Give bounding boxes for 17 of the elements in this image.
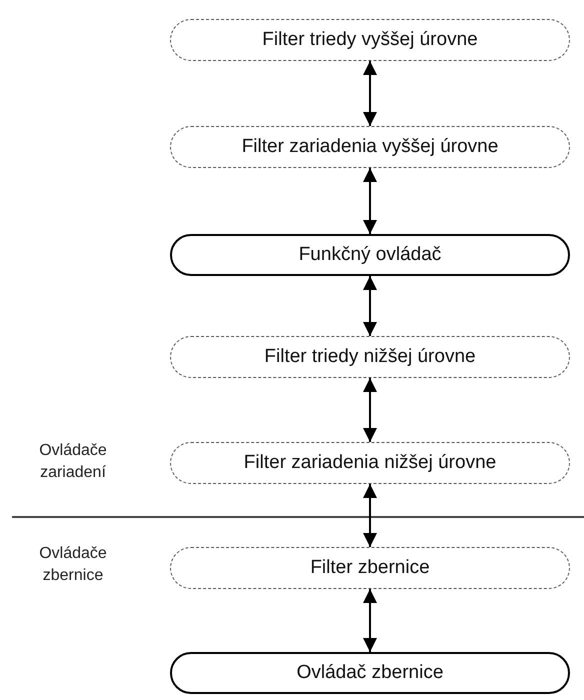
node-label: Filter zariadenia nižšej úrovne — [244, 452, 496, 474]
driver-box — [170, 234, 570, 276]
double-arrow — [363, 61, 377, 126]
driver-box — [170, 652, 570, 694]
node-label: Filter zariadenia vyššej úrovne — [242, 136, 498, 158]
layer-label: Ovládače zariadení — [38, 441, 108, 483]
layer-label: Ovládače zbernice — [38, 544, 108, 586]
node-label: Ovládač zbernice — [296, 662, 444, 684]
double-arrow — [363, 589, 377, 652]
node-label: Funkčný ovládač — [298, 244, 442, 266]
double-arrow — [363, 276, 377, 336]
double-arrow — [363, 168, 377, 234]
node-label: Filter triedy nižšej úrovne — [264, 346, 476, 368]
node-label: Filter triedy vyššej úrovne — [262, 29, 478, 51]
double-arrow — [363, 378, 377, 442]
double-arrow — [363, 484, 377, 547]
node-label: Filter zbernice — [310, 557, 430, 579]
